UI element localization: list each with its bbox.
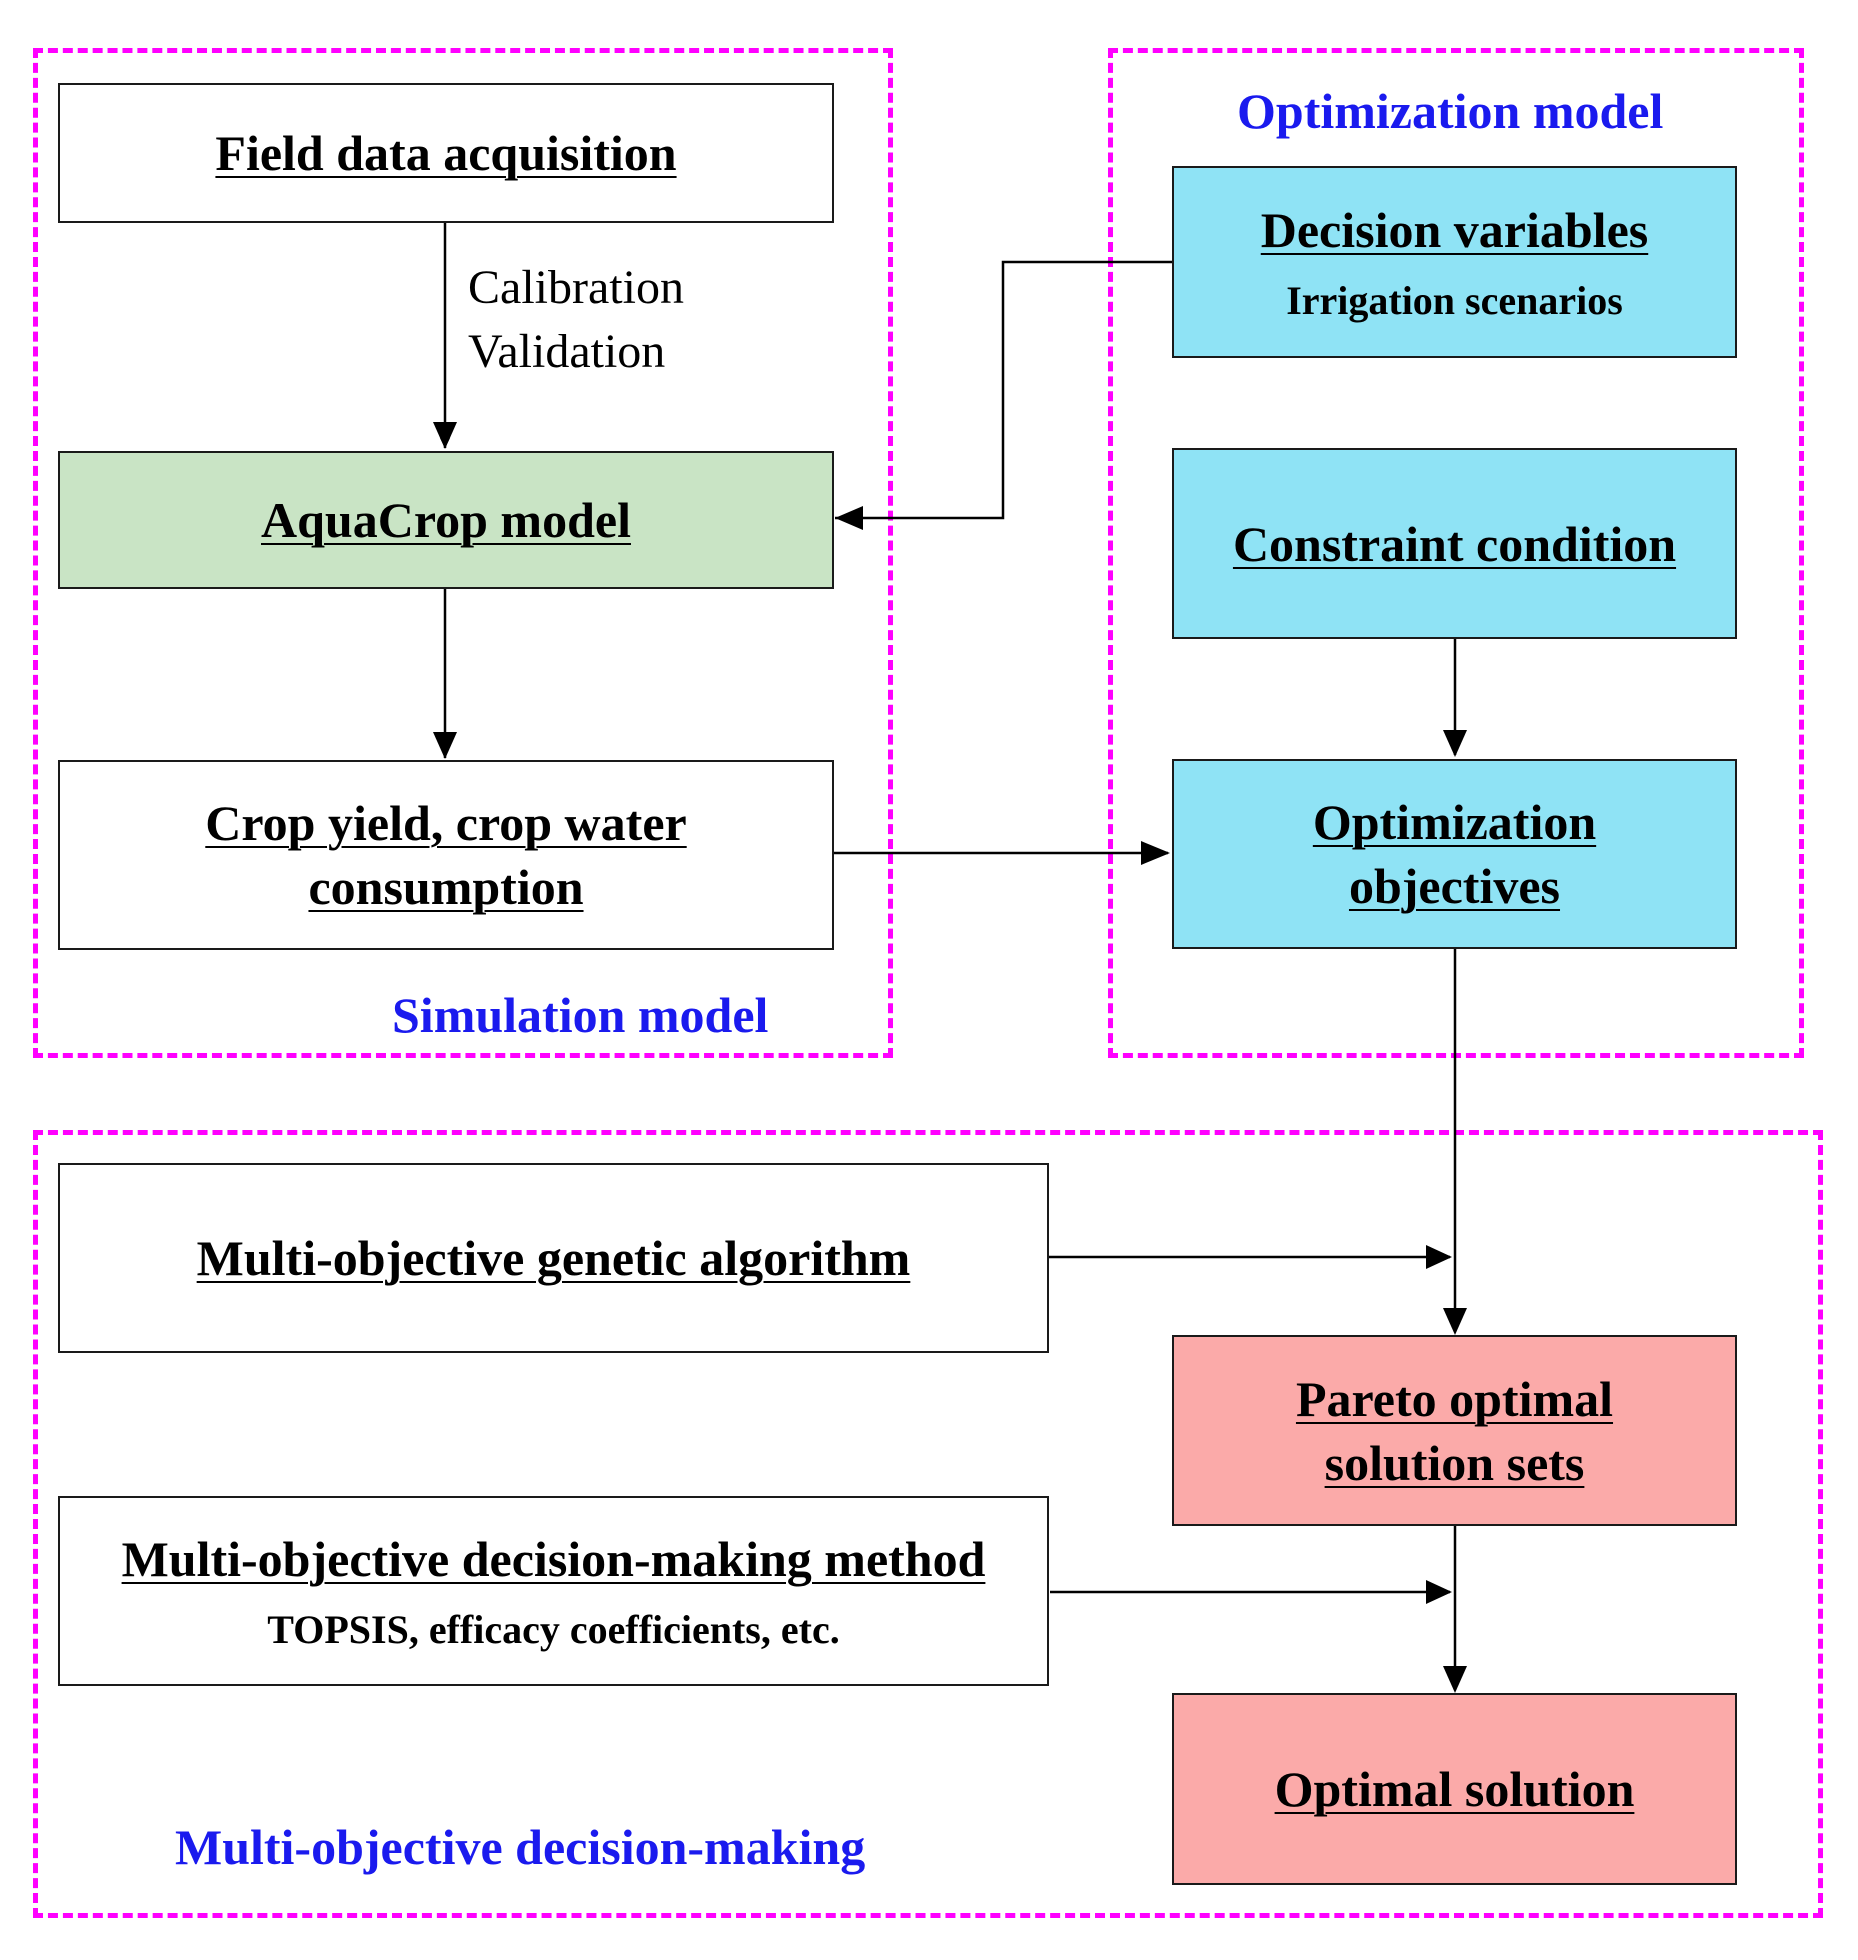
arrowhead-optimal xyxy=(1443,1666,1467,1693)
field-data-box: Field data acquisition xyxy=(58,83,834,223)
decision-variables-box: Decision variables Irrigation scenarios xyxy=(1172,166,1737,358)
optimal-solution-box: Optimal solution xyxy=(1172,1693,1737,1885)
edge-label-validation: Validation xyxy=(468,325,666,378)
arrowhead-modm xyxy=(1426,1580,1452,1604)
arrowhead-objectives xyxy=(1141,841,1170,865)
decision-making-group xyxy=(33,1130,1823,1918)
field-data-title: Field data acquisition xyxy=(215,125,677,181)
objectives-title-line1: Optimization xyxy=(1312,794,1597,850)
pareto-title-line2: solution sets xyxy=(1324,1434,1585,1491)
constraint-title: Constraint condition xyxy=(1232,515,1677,572)
moga-title: Multi-objective genetic algorithm xyxy=(196,1230,911,1286)
pareto-title-line1: Pareto optimal xyxy=(1295,1370,1614,1427)
aquacrop-title: AquaCrop model xyxy=(261,492,631,548)
modm-subtitle: TOPSIS, efficacy coefficients, etc. xyxy=(267,1607,840,1652)
decision-making-label: Multi-objective decision-making xyxy=(175,1819,866,1875)
arrowhead-pareto xyxy=(1443,1308,1467,1335)
optimization-model-label: Optimization model xyxy=(1237,83,1664,139)
crop-yield-title-line1: Crop yield, crop water xyxy=(205,795,687,851)
arrowhead-aquacrop xyxy=(433,422,457,449)
modm-title: Multi-objective decision-making method xyxy=(121,1531,986,1587)
pareto-box: Pareto optimal solution sets xyxy=(1172,1335,1737,1526)
decision-variables-title: Decision variables xyxy=(1260,202,1649,258)
arrowhead-aquacrop-left xyxy=(835,506,863,530)
arrowhead-constraint xyxy=(1443,730,1467,757)
crop-yield-title-line2: consumption xyxy=(308,859,584,915)
crop-yield-box: Crop yield, crop water consumption xyxy=(58,760,834,950)
constraint-box: Constraint condition xyxy=(1172,448,1737,639)
objectives-box: Optimization objectives xyxy=(1172,759,1737,949)
simulation-model-group xyxy=(33,48,893,1058)
optimal-solution-title: Optimal solution xyxy=(1274,1761,1635,1817)
arrow-decision-to-aquacrop xyxy=(835,260,1172,520)
modm-box: Multi-objective decision-making method T… xyxy=(58,1496,1049,1686)
decision-variables-subtitle: Irrigation scenarios xyxy=(1286,278,1623,323)
objectives-title-line2: objectives xyxy=(1348,858,1561,914)
edge-label-calibration: Calibration xyxy=(468,261,684,314)
aquacrop-box: AquaCrop model xyxy=(58,451,834,589)
moga-box: Multi-objective genetic algorithm xyxy=(58,1163,1049,1353)
arrowhead-yield xyxy=(433,732,457,759)
simulation-model-label: Simulation model xyxy=(392,987,769,1043)
arrowhead-moga xyxy=(1426,1245,1452,1269)
